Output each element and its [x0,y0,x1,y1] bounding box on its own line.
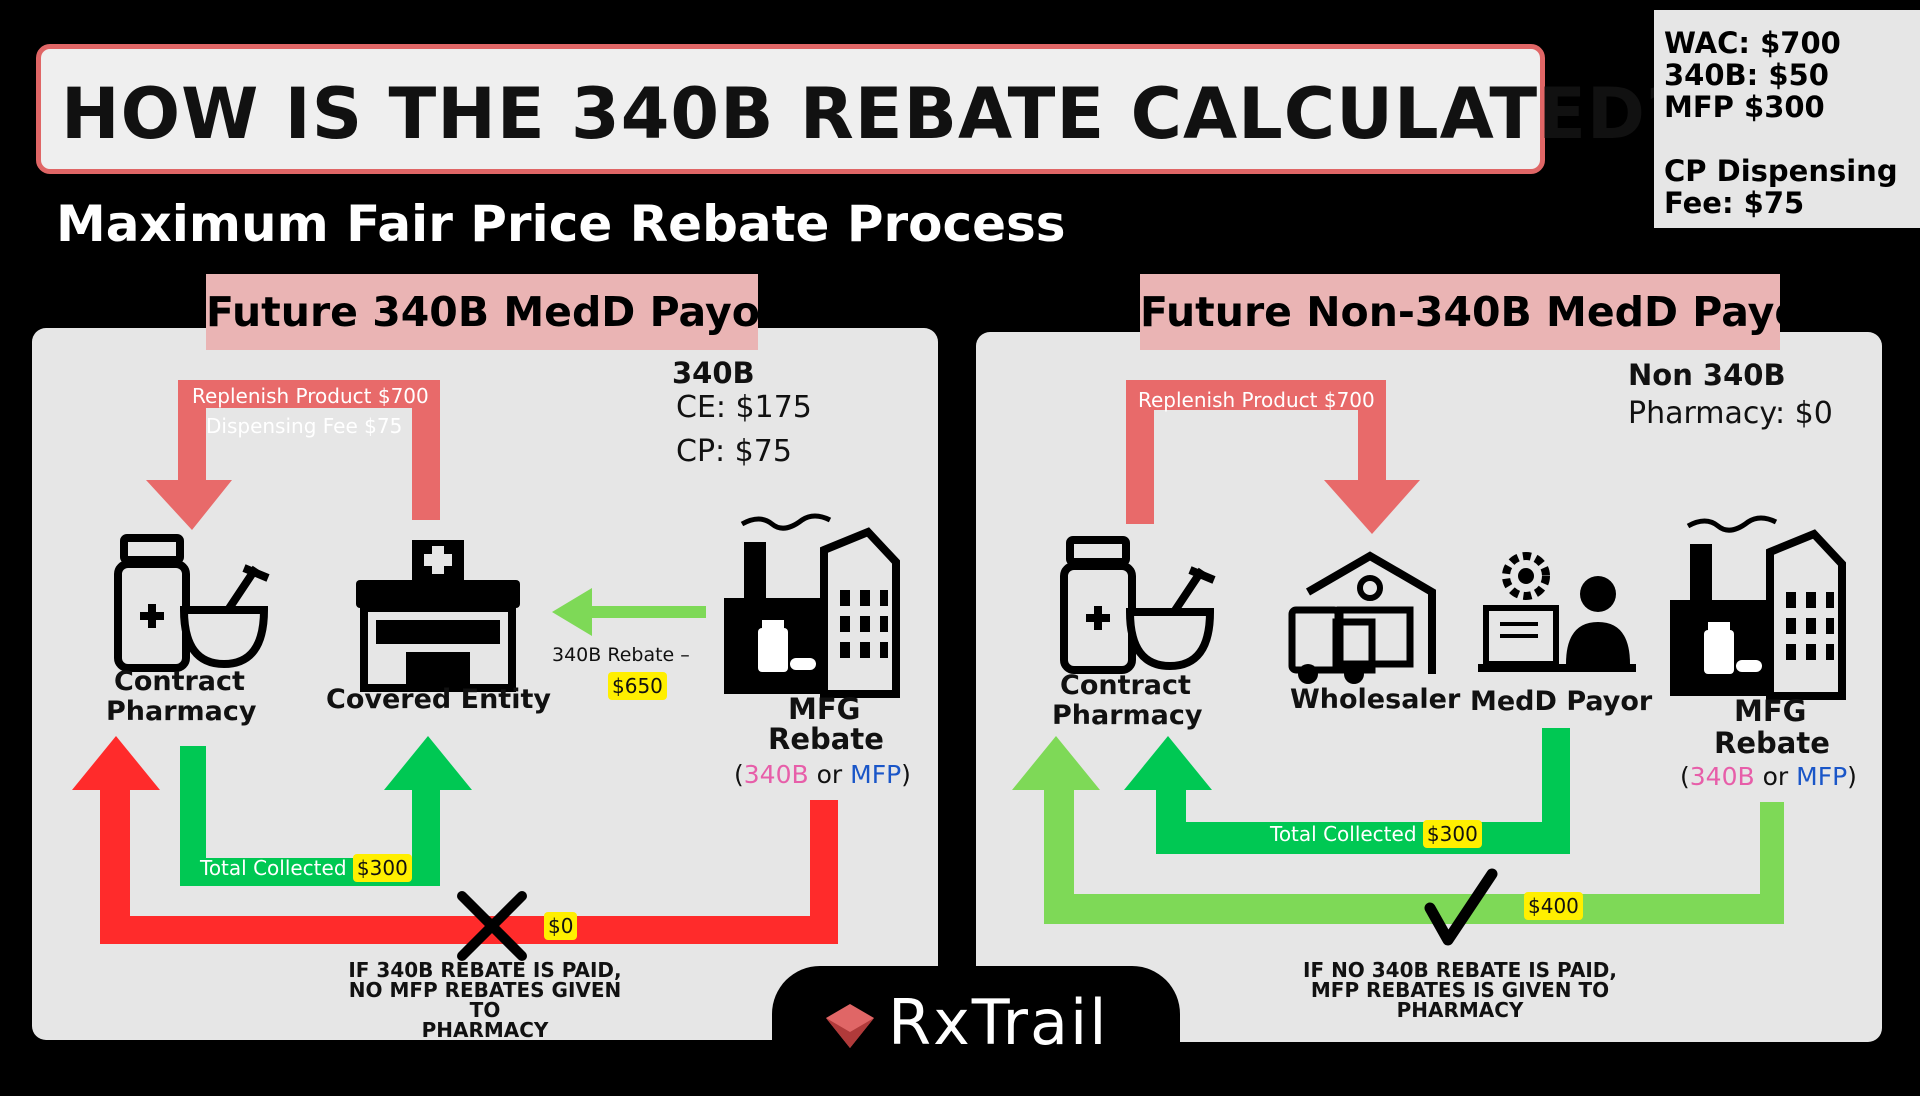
right-mfg-type-label: (340B or MFP) [1680,762,1857,791]
page-title: HOW IS THE 340B REBATE CALCULATED? [61,73,1688,155]
right-mfg-label-1: MFG [1734,694,1807,728]
factory-icon [724,513,900,698]
left-mfp-red-arrow [72,736,838,944]
left-contract-pharmacy-label-2: Pharmacy [106,696,257,727]
wholesaler-icon [1288,551,1436,684]
left-summary-ce: CE: $175 [676,390,812,425]
right-note: IF NO 340B REBATE IS PAID,MFP REBATES IS… [1303,958,1617,1022]
right-replenish-arrow [1126,380,1420,534]
contract-pharmacy-icon [114,534,270,672]
covered-entity-icon [356,540,520,692]
left-note: IF 340B REBATE IS PAID,NO MFP REBATES GI… [348,958,622,1042]
left-total-collected-arrow [180,736,472,886]
rxtrail-logo-icon [826,1004,874,1048]
right-contract-pharmacy-label-1: Contract [1060,670,1191,701]
right-mfg-label-2: Rebate [1714,726,1830,760]
rxtrail-logo-text: RxTrail [888,986,1109,1059]
tab-340b-medd-payor: Future 340B MedD Payor [206,274,780,350]
left-total-collected-label: Total Collected $300 [200,854,412,882]
legend-wac: WAC: $700 [1664,26,1841,60]
wholesaler-label: Wholesaler [1290,684,1461,715]
title-box: HOW IS THE 340B REBATE CALCULATED? [36,44,1687,174]
price-legend: WAC: $700 340B: $50 MFP $300 CP Dispensi… [1654,10,1920,228]
right-total-collected-label: Total Collected $300 [1270,820,1482,848]
right-summary-pharmacy: Pharmacy: $0 [1628,396,1833,431]
x-mark-icon [457,891,527,961]
legend-cp-fee-line2: Fee: $75 [1664,186,1805,220]
left-summary-cp: CP: $75 [676,434,792,469]
medd-payor-icon [1478,552,1636,672]
left-dispensing-label: Dispensing Fee $75 [206,414,403,438]
left-mfg-label-2: Rebate [768,722,884,756]
right-mfp-green-arrow [1012,736,1784,924]
right-summary-title: Non 340B [1628,358,1786,392]
right-replenish-label: Replenish Product $700 [1138,388,1375,412]
right-rebate-value: $400 [1524,892,1583,920]
legend-340b: 340B: $50 [1664,58,1829,92]
medd-payor-label: MedD Payor [1470,686,1653,717]
left-mfg-label-1: MFG [788,692,861,726]
covered-entity-label: Covered Entity [326,684,551,715]
contract-pharmacy-icon [1060,536,1216,674]
left-340b-rebate-label: 340B Rebate – [552,644,690,666]
tab-non-340b-medd-payor: Future Non-340B MedD Payor [1140,274,1823,350]
left-replenish-label: Replenish Product $700 [192,384,429,408]
left-replenish-arrow [146,380,440,530]
left-340b-rebate-arrow [552,588,706,636]
left-mfg-type-label: (340B or MFP) [734,760,911,789]
factory-icon [1670,515,1846,700]
legend-mfp: MFP $300 [1664,90,1825,124]
left-zero-value: $0 [544,912,578,940]
left-contract-pharmacy-label-1: Contract [114,666,245,697]
left-340b-rebate-value: $650 [608,672,667,700]
check-mark-icon [1424,868,1498,946]
page-subtitle: Maximum Fair Price Rebate Process [56,195,1066,253]
legend-cp-fee-line1: CP Dispensing [1664,154,1898,188]
left-summary-title: 340B [672,356,755,390]
right-contract-pharmacy-label-2: Pharmacy [1052,700,1203,731]
